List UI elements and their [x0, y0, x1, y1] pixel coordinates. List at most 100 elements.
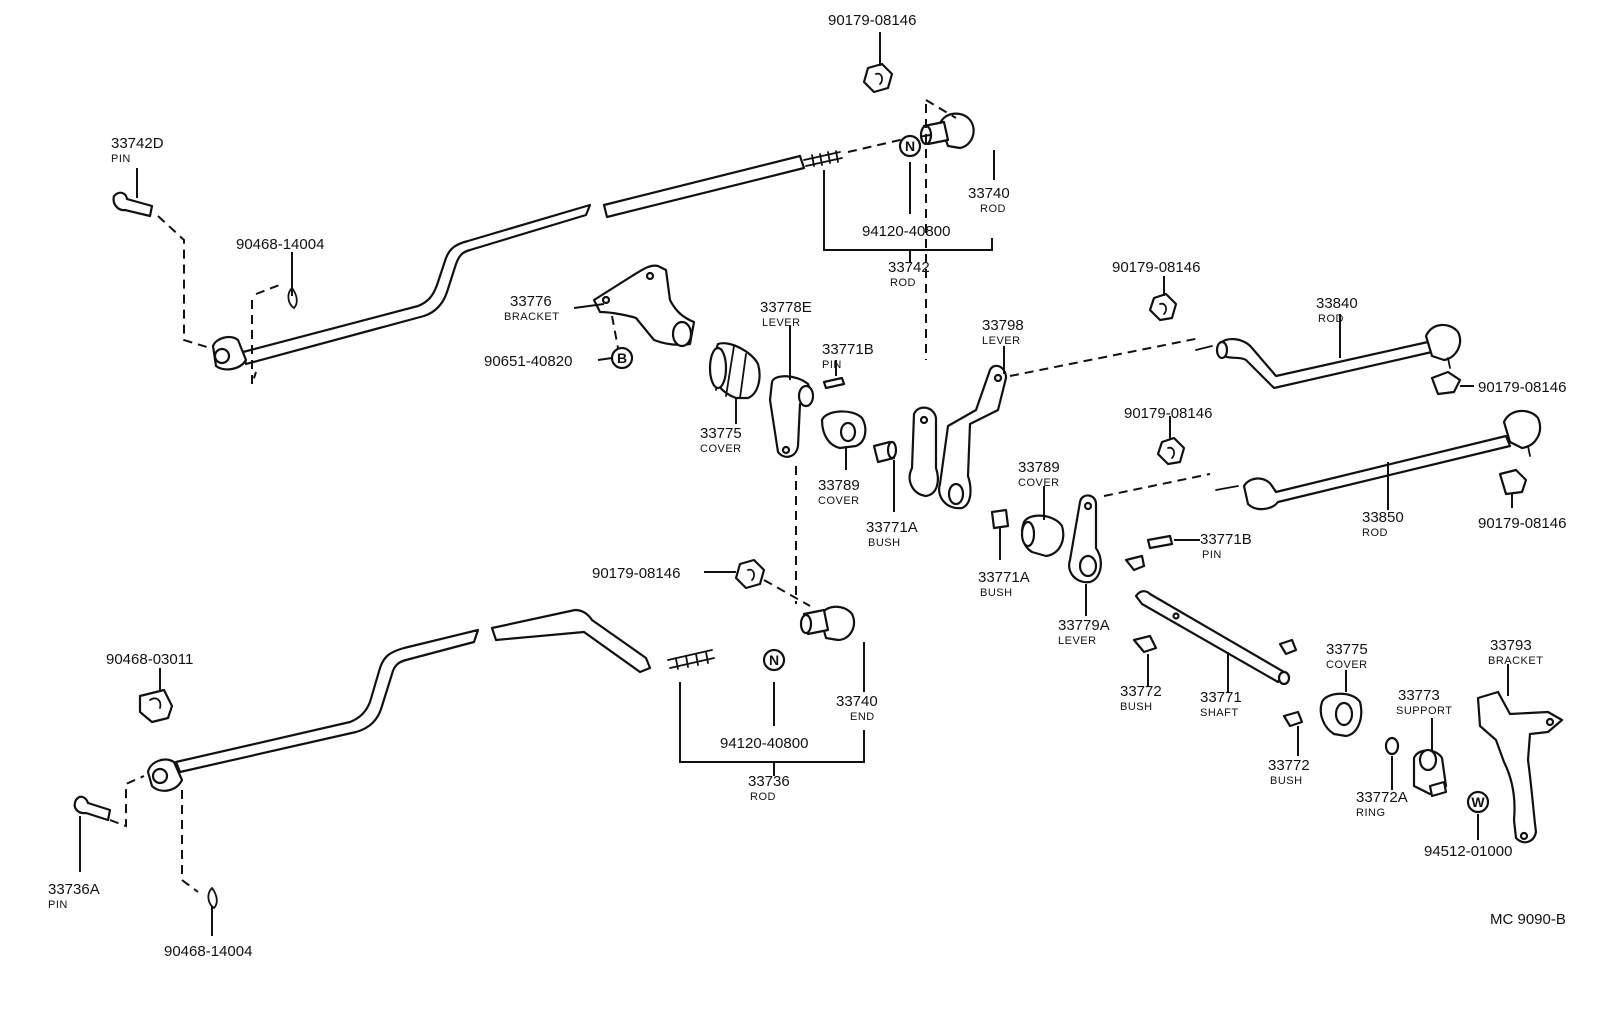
label-33736: 33736: [748, 773, 790, 790]
clip-90468-03011: [138, 688, 174, 724]
label-33850-name: ROD: [1362, 527, 1388, 539]
label-33793-name: BRACKET: [1488, 655, 1543, 667]
label-33840-name: ROD: [1318, 313, 1344, 325]
part-labels: 90179-08146 33742D PIN 90468-14004 33740…: [48, 12, 1566, 960]
label-33740-rod: 33740: [968, 185, 1010, 202]
bush-33772-lower: [1282, 710, 1304, 728]
label-90651: 90651-40820: [484, 353, 572, 370]
upper-rod-33742: [211, 150, 843, 371]
label-33775-b: 33775: [1326, 641, 1368, 658]
label-33771-name: SHAFT: [1200, 707, 1239, 719]
label-33775-a-name: COVER: [700, 443, 742, 455]
label-90179-r4: 90179-08146: [1478, 515, 1566, 532]
lever-33798: [938, 364, 1008, 510]
rod-33840: [1195, 323, 1462, 390]
label-94120-bottom: 94120-40800: [720, 735, 808, 752]
leader-lines: [79, 32, 1513, 936]
cover-33775-upper: [708, 342, 761, 400]
label-33742D: 33742D: [111, 135, 164, 152]
lower-rod-33736: [146, 608, 715, 792]
label-33742-name: ROD: [890, 277, 916, 289]
label-90179-top: 90179-08146: [828, 12, 916, 29]
bush-33771A-upper: [872, 440, 898, 464]
label-33742: 33742: [888, 259, 930, 276]
label-33772A-name: RING: [1356, 807, 1386, 819]
label-33736A-name: PIN: [48, 899, 68, 911]
label-33736-name: ROD: [750, 791, 776, 803]
label-33778E-name: LEVER: [762, 317, 801, 329]
label-33850: 33850: [1362, 509, 1404, 526]
nut-90179-top: [862, 62, 894, 94]
label-33798: 33798: [982, 317, 1024, 334]
cover-33789-lower: [1020, 514, 1065, 558]
mark-n-bottom: N: [762, 648, 786, 672]
label-90179-mid: 90179-08146: [592, 565, 680, 582]
rod-end-33740-bottom: [799, 605, 856, 642]
label-33772-a: 33772: [1120, 683, 1162, 700]
label-33789-b-name: COVER: [1018, 477, 1060, 489]
label-33840: 33840: [1316, 295, 1358, 312]
nut-90179-r4: [1498, 468, 1528, 496]
label-33789-b: 33789: [1018, 459, 1060, 476]
label-94120-top: 94120-40800: [862, 223, 950, 240]
label-33771B-a-name: PIN: [822, 359, 842, 371]
label-90179-r3: 90179-08146: [1124, 405, 1212, 422]
label-33775-b-name: COVER: [1326, 659, 1368, 671]
lever-33779A: [1068, 494, 1102, 584]
label-33742D-name: PIN: [111, 153, 131, 165]
label-33771B-a: 33771B: [822, 341, 874, 358]
pin-33771B-lower: [1146, 534, 1174, 550]
pin-33771B-upper: [822, 376, 846, 390]
label-33772A: 33772A: [1356, 789, 1408, 806]
mark-n-top: N: [898, 134, 922, 158]
bush-33772-small: [1278, 638, 1298, 656]
bush-clip-small: [1124, 554, 1146, 572]
label-33789-a: 33789: [818, 477, 860, 494]
label-90468-03011: 90468-03011: [106, 651, 193, 668]
label-33771B-b: 33771B: [1200, 531, 1252, 548]
label-33778E: 33778E: [760, 299, 812, 316]
label-90179-r1: 90179-08146: [1112, 259, 1200, 276]
label-90179-r2: 90179-08146: [1478, 379, 1566, 396]
svg-text:W: W: [1471, 794, 1485, 810]
cover-33775-lower: [1319, 692, 1363, 738]
label-33771A-a-name: BUSH: [868, 537, 901, 549]
bracket-33776: [592, 264, 696, 348]
label-94512: 94512-01000: [1424, 843, 1512, 860]
label-33772-a-name: BUSH: [1120, 701, 1153, 713]
rod-33850: [1215, 409, 1542, 511]
label-33740-rod-name: ROD: [980, 203, 1006, 215]
diagram-code: MC 9090-B: [1490, 911, 1566, 928]
nut-90179-r1: [1148, 292, 1178, 322]
label-33772-b-name: BUSH: [1270, 775, 1303, 787]
mark-w: W: [1466, 790, 1490, 814]
label-33776-name: BRACKET: [504, 311, 559, 323]
nut-90179-r2: [1430, 370, 1462, 396]
ring-33772A: [1384, 736, 1400, 756]
lever-bracket-center: [908, 406, 939, 498]
hairpin-90468-top: [287, 287, 298, 310]
label-33736A: 33736A: [48, 881, 100, 898]
nut-90179-r3: [1156, 436, 1186, 466]
bush-33772-upper: [1132, 634, 1158, 654]
label-33793: 33793: [1490, 637, 1532, 654]
pin-33736A: [73, 795, 112, 822]
shaft-33771: [1134, 590, 1291, 686]
rod-end-33740-top: [919, 112, 975, 150]
label-90468-top: 90468-14004: [236, 236, 324, 253]
label-33771B-b-name: PIN: [1202, 549, 1222, 561]
mark-b: B: [610, 346, 634, 370]
label-33771A-a: 33771A: [866, 519, 918, 536]
lever-33778E: [768, 375, 815, 458]
label-33779A: 33779A: [1058, 617, 1110, 634]
support-33773: [1412, 748, 1448, 798]
label-33740-end: 33740: [836, 693, 878, 710]
nut-90179-mid: [734, 558, 766, 590]
svg-text:N: N: [769, 652, 779, 668]
label-33776: 33776: [510, 293, 552, 310]
label-33740-end-name: END: [850, 711, 875, 723]
label-33771: 33771: [1200, 689, 1242, 706]
cover-33789-upper: [820, 410, 867, 450]
label-33771A-b-name: BUSH: [980, 587, 1013, 599]
